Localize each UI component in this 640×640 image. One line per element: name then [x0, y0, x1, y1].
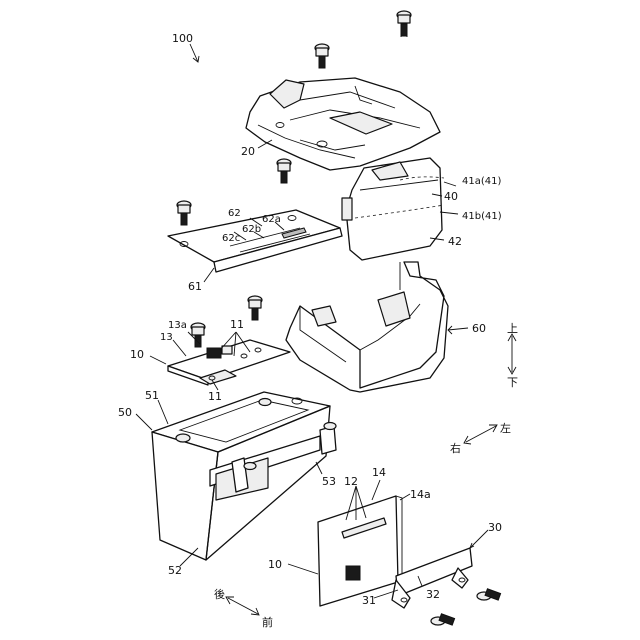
circuit-board: [168, 340, 290, 385]
label-30: 30: [488, 521, 502, 534]
label-51: 51: [145, 389, 159, 402]
screw-plate: [177, 201, 191, 225]
battery: [152, 392, 336, 560]
label-60: 60: [472, 322, 486, 335]
label-20: 20: [241, 145, 255, 158]
label-11-bottom: 11: [208, 390, 222, 403]
label-52: 52: [168, 564, 182, 577]
label-100: 100: [172, 32, 193, 45]
label-53: 53: [322, 475, 336, 488]
top-cover: [246, 78, 440, 170]
direction-up: 上: [507, 322, 518, 335]
label-42: 42: [448, 235, 462, 248]
label-11-top: 11: [230, 318, 244, 331]
screw-clip-bottom: [431, 614, 455, 625]
screw-clip-right: [477, 589, 501, 600]
bracket: [286, 262, 448, 392]
label-62c: 62c: [222, 233, 240, 244]
label-62a: 62a: [262, 214, 281, 225]
direction-front: 前: [262, 615, 273, 629]
label-14a: 14a: [410, 488, 431, 501]
label-14: 14: [372, 466, 386, 479]
screw-cover-bottom: [277, 159, 291, 183]
label-41b: 41b(41): [462, 211, 502, 222]
direction-down: 下: [507, 376, 518, 389]
label-12: 12: [344, 475, 358, 488]
label-32: 32: [426, 588, 440, 601]
label-13: 13: [160, 332, 173, 343]
label-41a: 41a(41): [462, 176, 501, 187]
pcb-side: [318, 496, 402, 606]
bottom-cover: [342, 158, 444, 260]
screw-top-right: [397, 11, 411, 37]
screw-board-right: [248, 296, 262, 320]
label-61: 61: [188, 280, 202, 293]
screw-cover-left: [315, 44, 329, 68]
label-50: 50: [118, 406, 132, 419]
label-40: 40: [444, 190, 458, 203]
direction-back: 後: [214, 587, 225, 601]
label-10-pcb: 10: [268, 558, 282, 571]
screw-board-left: [191, 323, 205, 347]
plate: [168, 210, 342, 272]
label-13a: 13a: [168, 320, 187, 331]
direction-left: 左: [500, 422, 511, 435]
label-31: 31: [362, 594, 376, 607]
label-62: 62: [228, 208, 241, 219]
direction-right: 右: [450, 441, 461, 455]
label-62b: 62b: [242, 224, 261, 235]
label-10-board: 10: [130, 348, 144, 361]
